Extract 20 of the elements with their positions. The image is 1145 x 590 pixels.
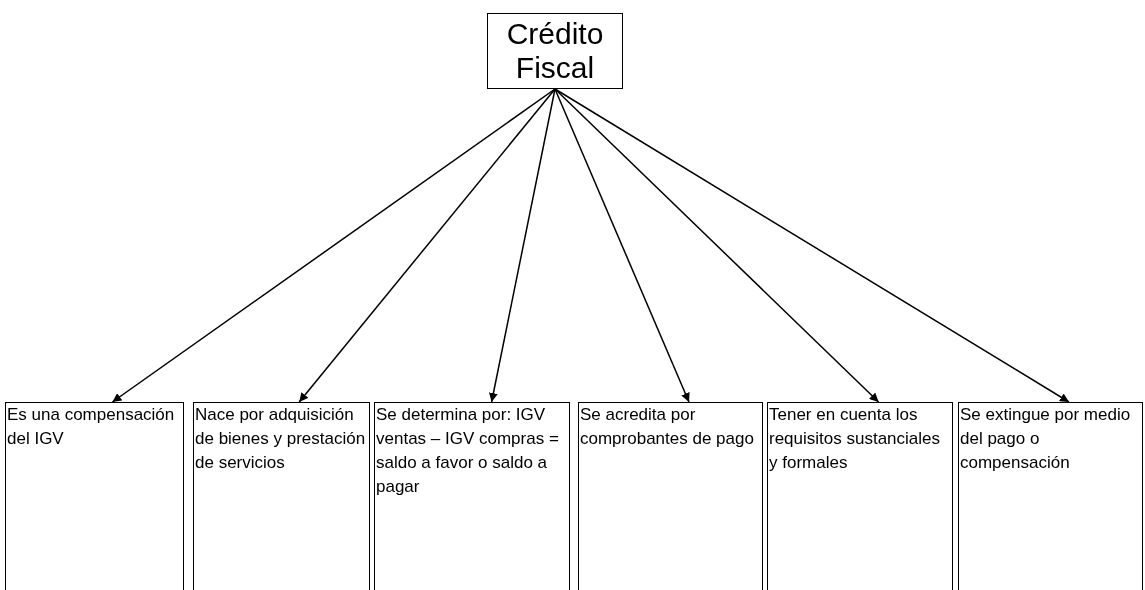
- concept-box: [767, 402, 953, 590]
- arrow: [554, 88, 1070, 403]
- arrow: [554, 88, 880, 403]
- concept-text: Se determina por: IGV ventas – IGV compras = saldo a favor o saldo a pagar: [375, 404, 560, 498]
- concept-box: [374, 402, 570, 590]
- arrow: [554, 88, 690, 403]
- concept-text: Se extingue por medio del pago o compensación: [959, 404, 1132, 474]
- arrow: [298, 88, 556, 403]
- concept-text: Tener en cuenta los requisitos sustanciales y formales: [768, 404, 942, 474]
- title-box: [487, 13, 623, 89]
- title-text: Crédito Fiscal: [505, 17, 605, 85]
- concept-box: [193, 402, 370, 590]
- concept-box: [578, 402, 763, 590]
- concept-text: Se acredita por comprobantes de pago: [579, 404, 755, 450]
- arrow: [489, 88, 556, 403]
- arrow: [111, 88, 556, 403]
- concept-box: [958, 402, 1143, 590]
- concept-text: Es una compensación del IGV: [6, 404, 176, 450]
- concept-text: Nace por adquisición de bienes y prestación de servicios: [194, 404, 367, 474]
- concept-box: [5, 402, 184, 590]
